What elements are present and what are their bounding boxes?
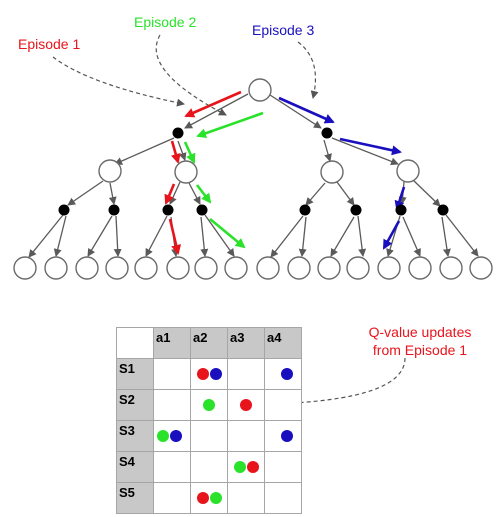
table-cell <box>153 358 191 390</box>
update-markers <box>191 483 227 513</box>
update-markers <box>265 421 301 451</box>
episode3-update-dot <box>281 368 293 380</box>
table-cell <box>264 358 302 390</box>
q-value-table: a1 a2 a3 a4 S1 S2 S3 S4 S5 <box>116 327 302 514</box>
column-header: a3 <box>227 327 265 359</box>
episode3-update-dot <box>170 430 182 442</box>
update-markers <box>191 390 227 420</box>
column-header: a2 <box>190 327 228 359</box>
episode3-label: Episode 3 <box>252 22 315 38</box>
row-header: S3 <box>116 420 154 452</box>
episode2-update-dot <box>157 430 169 442</box>
update-markers <box>191 359 227 389</box>
column-header: a1 <box>153 327 191 359</box>
episode1-update-dot <box>196 368 209 380</box>
table-cell <box>153 451 191 483</box>
row-header: S5 <box>116 482 154 514</box>
update-markers <box>265 359 301 389</box>
table-cell <box>227 482 265 514</box>
table-row: S5 <box>116 482 302 514</box>
table-cell <box>153 420 191 452</box>
table-cell <box>227 389 265 421</box>
action-nodes <box>58 127 449 216</box>
table-cell <box>153 482 191 514</box>
episode1-label: Episode 1 <box>18 36 81 52</box>
episode1-path <box>164 90 242 255</box>
update-markers <box>154 421 190 451</box>
table-cell <box>190 358 228 390</box>
root-node <box>248 78 272 102</box>
table-cell <box>153 389 191 421</box>
table-cell <box>264 451 302 483</box>
table-cell <box>264 420 302 452</box>
update-markers <box>228 452 264 482</box>
row-header: S4 <box>116 451 154 483</box>
episode3-update-dot <box>209 368 222 380</box>
episode1-update-dot <box>196 492 209 504</box>
table-cell <box>190 451 228 483</box>
row-header: S1 <box>116 358 154 390</box>
table-row: S2 <box>116 389 302 421</box>
state-nodes <box>13 78 493 280</box>
episode2-update-dot <box>233 461 246 473</box>
episode2-update-dot <box>203 399 215 411</box>
episode3-update-dot <box>281 430 293 442</box>
episode1-update-dot <box>246 461 259 473</box>
update-markers <box>228 390 264 420</box>
table-row: S4 <box>116 451 302 483</box>
table-cell <box>190 389 228 421</box>
episode1-update-dot <box>240 399 252 411</box>
episode2-path <box>183 111 264 249</box>
table-cell <box>264 482 302 514</box>
table-cell <box>264 389 302 421</box>
q-update-note: Q-value updates from Episode 1 <box>368 324 472 358</box>
table-row: S3 <box>116 420 302 452</box>
table-cell <box>227 451 265 483</box>
table-cell <box>227 358 265 390</box>
table-row: S1 <box>116 358 302 390</box>
episode2-label: Episode 2 <box>134 14 197 30</box>
table-cell <box>190 420 228 452</box>
table-header-row: a1 a2 a3 a4 <box>116 327 302 359</box>
row-header: S2 <box>116 389 154 421</box>
table-cell <box>227 420 265 452</box>
table-cell <box>190 482 228 514</box>
column-header: a4 <box>264 327 302 359</box>
episode2-update-dot <box>209 492 222 504</box>
table-corner <box>116 327 154 359</box>
